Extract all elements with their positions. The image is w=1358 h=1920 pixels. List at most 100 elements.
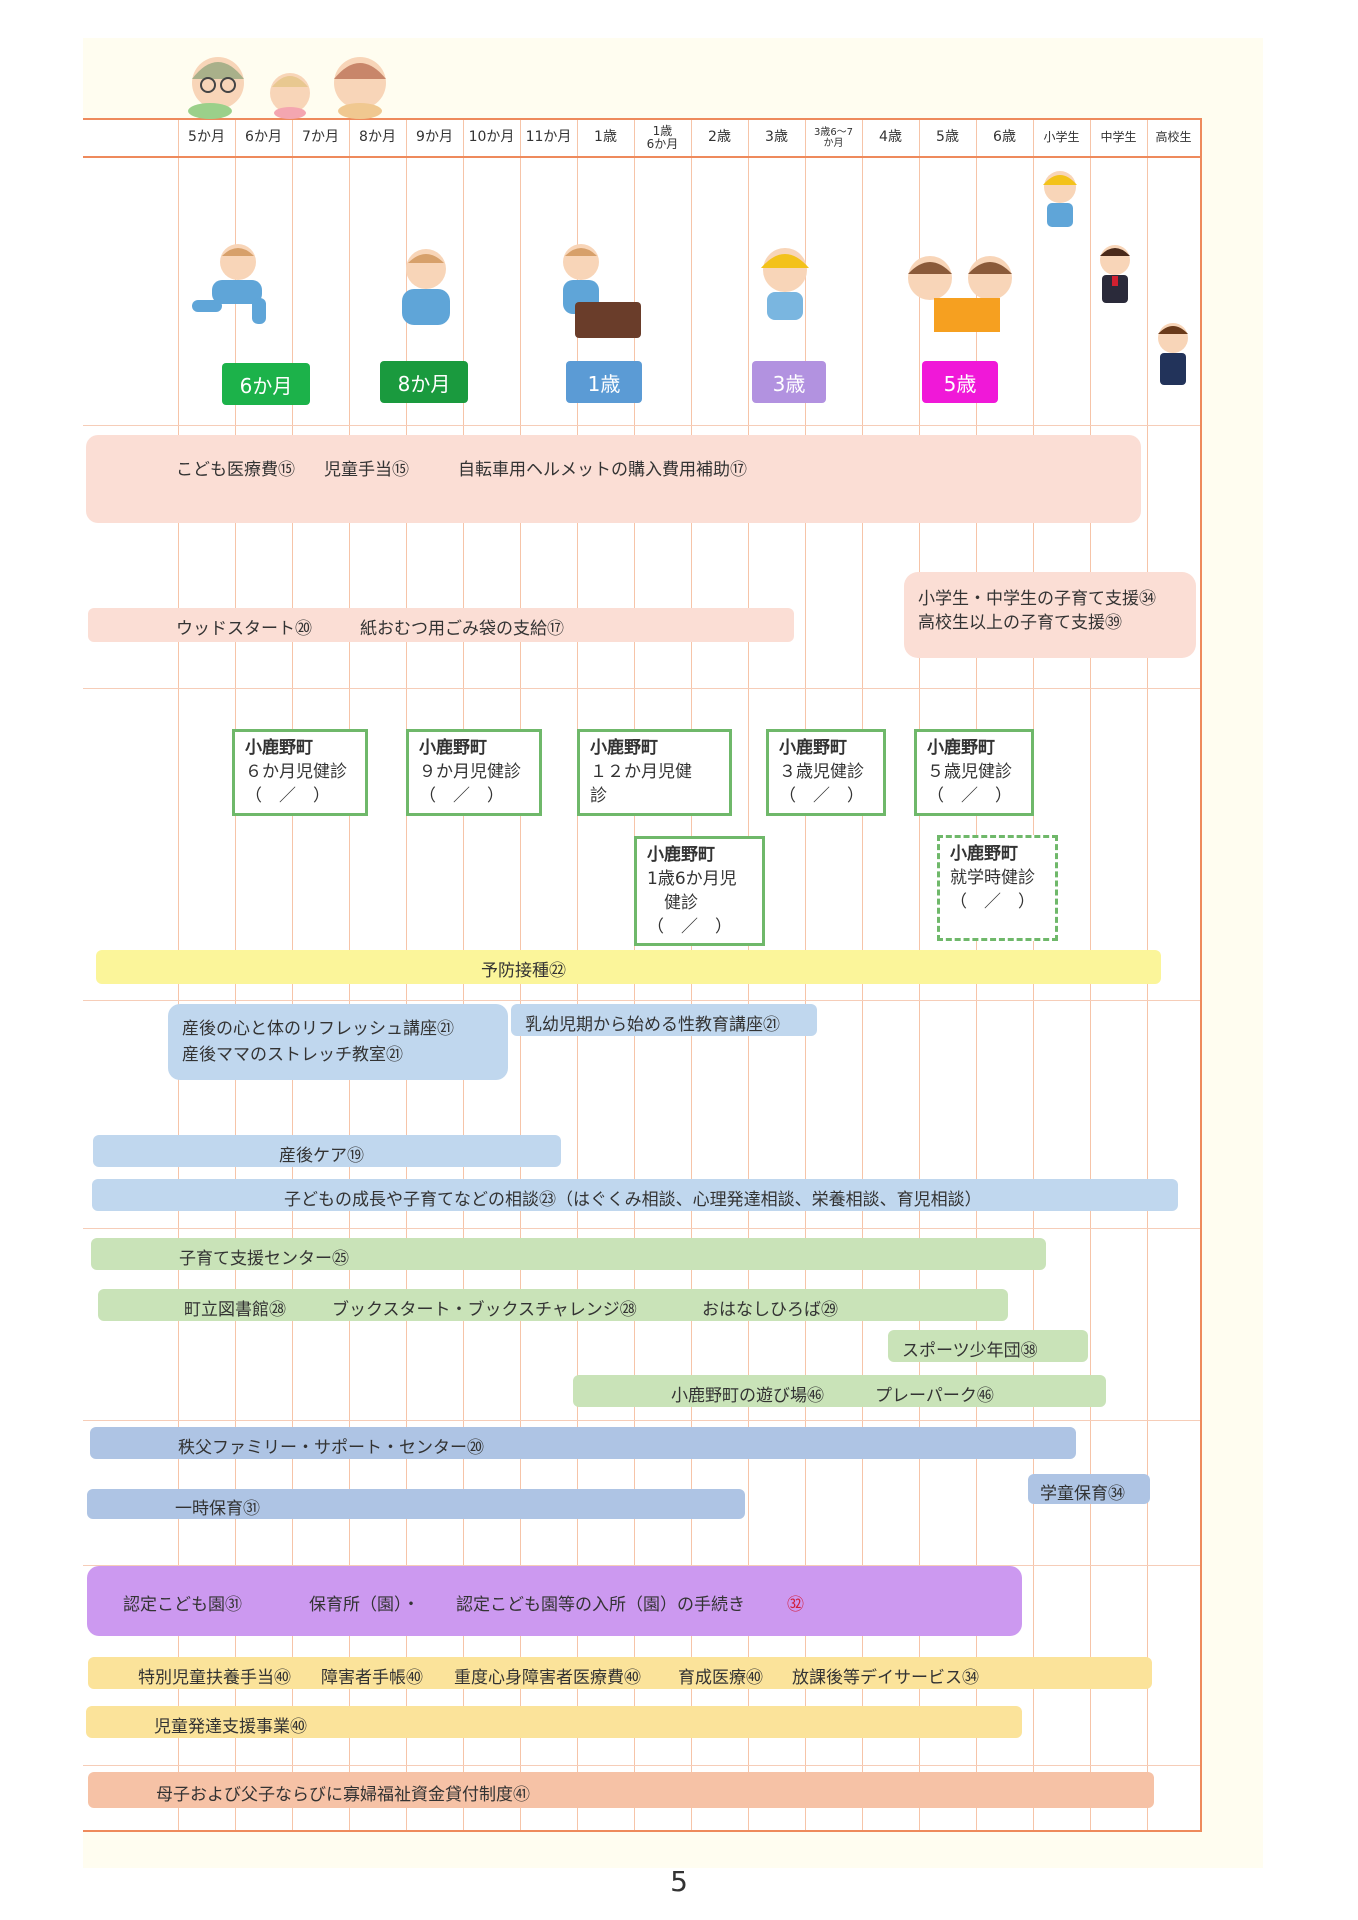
checkup-6-months: 小鹿野町 ６か月児健診 （ ／ ） [232, 729, 368, 816]
col-header: 3歳 [765, 129, 788, 146]
checkup-line: ９か月児健診 [419, 762, 521, 782]
checkup-line: ５歳児健診 [927, 762, 1012, 782]
checkup-line: （ ／ ） [950, 892, 1035, 912]
age-tag-6-months: 6か月 [222, 363, 310, 405]
consultation-bar: 子どもの成長や子育てなどの相談㉓（はぐくみ相談、心理発達相談、栄養相談、育児相談… [92, 1179, 1178, 1211]
page-number: 5 [670, 1865, 688, 1898]
after-school-care-label: 学童保育㉞ [1040, 1484, 1125, 1504]
checkup-line: 診 [590, 786, 607, 806]
checkup-18-months: 小鹿野町 1歳6か月児 健診 （ ／ ） [634, 836, 765, 946]
checkup-school-entry: 小鹿野町 就学時健診 （ ／ ） [937, 835, 1058, 941]
nursery-school-label: 保育所（園）・ [309, 1595, 420, 1615]
col-header: 高校生 [1155, 130, 1192, 145]
playground-label: 小鹿野町の遊び場㊻ [671, 1386, 824, 1406]
col-header: 6歳 [993, 129, 1016, 146]
checkup-line: 1歳6か月児 [647, 869, 737, 889]
checkup-title: 小鹿野町 [590, 738, 658, 758]
sports-club-bar: スポーツ少年団㊳ [888, 1330, 1088, 1362]
checkup-line: （ ／ ） [647, 917, 732, 937]
checkup-line: （ ／ ） [779, 786, 864, 806]
medical-expense-label: こども医療費⑮ [176, 460, 295, 480]
checkup-line: （ ／ ） [927, 786, 1012, 806]
woodstart-label: ウッドスタート⑳ [176, 619, 312, 639]
playground-bar: 小鹿野町の遊び場㊻ プレーパーク㊻ [573, 1375, 1106, 1407]
certified-kindergarten-label: 認定こども園㉛ [123, 1595, 242, 1615]
kids-illustration [188, 57, 386, 119]
child-allowance-label: 児童手当⑮ [324, 460, 409, 480]
temporary-care-bar: 一時保育㉛ [87, 1489, 745, 1519]
age-tag-3-years: 3歳 [752, 361, 826, 403]
col-header: 8か月 [359, 129, 396, 146]
middle-school-student-illustration [1100, 245, 1130, 303]
age-tag-5-years: 5歳 [922, 361, 998, 403]
checkup-title: 小鹿野町 [779, 738, 847, 758]
checkup-12-months: 小鹿野町 １２か月児健 診 [577, 729, 732, 816]
woodstart-bar: ウッドスタート⑳ 紙おむつ用ごみ袋の支給⑰ [88, 608, 794, 642]
checkup-line: 健診 [647, 893, 698, 913]
checkup-3-years: 小鹿野町 ３歳児健診 （ ／ ） [766, 729, 886, 816]
vaccination-label: 予防接種㉒ [481, 961, 566, 981]
support-center-bar: 子育て支援センター㉕ [91, 1238, 1046, 1270]
enrollment-procedure-label: 認定こども園等の入所（園）の手続き [456, 1595, 745, 1615]
after-school-care-bar: 学童保育㉞ [1028, 1474, 1150, 1504]
welfare-loan-label: 母子および父子ならびに寡婦福祉資金貸付制度㊶ [156, 1785, 530, 1805]
postpartum-care-bar: 産後ケア⑲ [93, 1135, 561, 1167]
checkup-line: ３歳児健診 [779, 762, 864, 782]
col-header: 9か月 [416, 129, 453, 146]
col-header: 2歳 [708, 129, 731, 146]
elementary-middle-support-label: 小学生・中学生の子育て支援㉞ [918, 589, 1156, 609]
header-top-line [83, 118, 1200, 120]
col-header: 11か月 [525, 129, 572, 146]
age-tag-1-year: 1歳 [566, 361, 642, 403]
checkup-title: 小鹿野町 [245, 738, 313, 758]
bookstart-label: ブックスタート・ブックスチャレンジ㉘ [332, 1300, 637, 1320]
sex-education-bar: 乳幼児期から始める性教育講座㉑ [511, 1004, 817, 1036]
school-support-bar: 小学生・中学生の子育て支援㉞ 高校生以上の子育て支援㊴ [904, 572, 1196, 658]
checkup-line: １２か月児健 [590, 762, 692, 782]
col-header: 10か月 [468, 129, 515, 146]
header-bottom-line [83, 156, 1200, 158]
checkup-line: 就学時健診 [950, 868, 1035, 888]
high-school-support-label: 高校生以上の子育て支援㊴ [918, 613, 1122, 633]
storytime-label: おはなしひろば㉙ [702, 1300, 838, 1320]
sports-club-label: スポーツ少年団㊳ [902, 1341, 1038, 1361]
checkup-title: 小鹿野町 [927, 738, 995, 758]
checkup-title: 小鹿野町 [647, 845, 715, 865]
sex-education-label: 乳幼児期から始める性教育講座㉑ [525, 1015, 780, 1035]
nursery-bar: 認定こども園㉛ 保育所（園）・ 認定こども園等の入所（園）の手続き ㉜ [87, 1566, 1022, 1636]
postpartum-course-bar: 産後の心と体のリフレッシュ講座㉑ 産後ママのストレッチ教室㉑ [168, 1004, 508, 1080]
checkup-title: 小鹿野町 [950, 844, 1018, 864]
checkup-line: （ ／ ） [245, 786, 330, 806]
col-header: 中学生 [1100, 130, 1137, 145]
refresh-course-label: 産後の心と体のリフレッシュ講座㉑ [182, 1019, 454, 1039]
col-header: 5歳 [936, 129, 959, 146]
children-reading-illustration [908, 256, 1012, 332]
special-child-allowance-label: 特別児童扶養手当㊵ [138, 1668, 291, 1688]
col-header: 6か月 [245, 129, 282, 146]
disability-handbook-label: 障害者手帳㊵ [321, 1668, 423, 1688]
row-separator [83, 425, 1200, 426]
stretch-class-label: 産後ママのストレッチ教室㉑ [182, 1045, 403, 1065]
checkup-line: （ ／ ） [419, 786, 504, 806]
row-separator [83, 1765, 1200, 1766]
checkup-9-months: 小鹿野町 ９か月児健診 （ ／ ） [406, 729, 542, 816]
development-medical-label: 育成医療㊵ [678, 1668, 763, 1688]
row-separator [83, 1228, 1200, 1229]
library-label: 町立図書館㉘ [184, 1300, 286, 1320]
col-header: 5か月 [188, 129, 225, 146]
helmet-subsidy-label: 自転車用ヘルメットの購入費用補助⑰ [458, 460, 747, 480]
checkup-line: ６か月児健診 [245, 762, 347, 782]
checkup-5-years: 小鹿野町 ５歳児健診 （ ／ ） [914, 729, 1034, 816]
col-header: 小学生 [1043, 130, 1080, 145]
standing-baby-illustration [563, 244, 641, 338]
family-support-bar: 秩父ファミリー・サポート・センター⑳ [90, 1427, 1076, 1459]
crawling-baby-illustration [192, 244, 266, 324]
temporary-care-label: 一時保育㉛ [175, 1499, 260, 1519]
enrollment-page-ref: ㉜ [787, 1595, 804, 1615]
col-header: 1歳 [594, 129, 617, 146]
col-header: 4歳 [879, 129, 902, 146]
severe-disability-medical-label: 重度心身障害者医療費㊵ [454, 1668, 641, 1688]
row-separator [83, 1000, 1200, 1001]
high-school-student-illustration [1158, 323, 1188, 385]
library-bar: 町立図書館㉘ ブックスタート・ブックスチャレンジ㉘ おはなしひろば㉙ [98, 1289, 1008, 1321]
